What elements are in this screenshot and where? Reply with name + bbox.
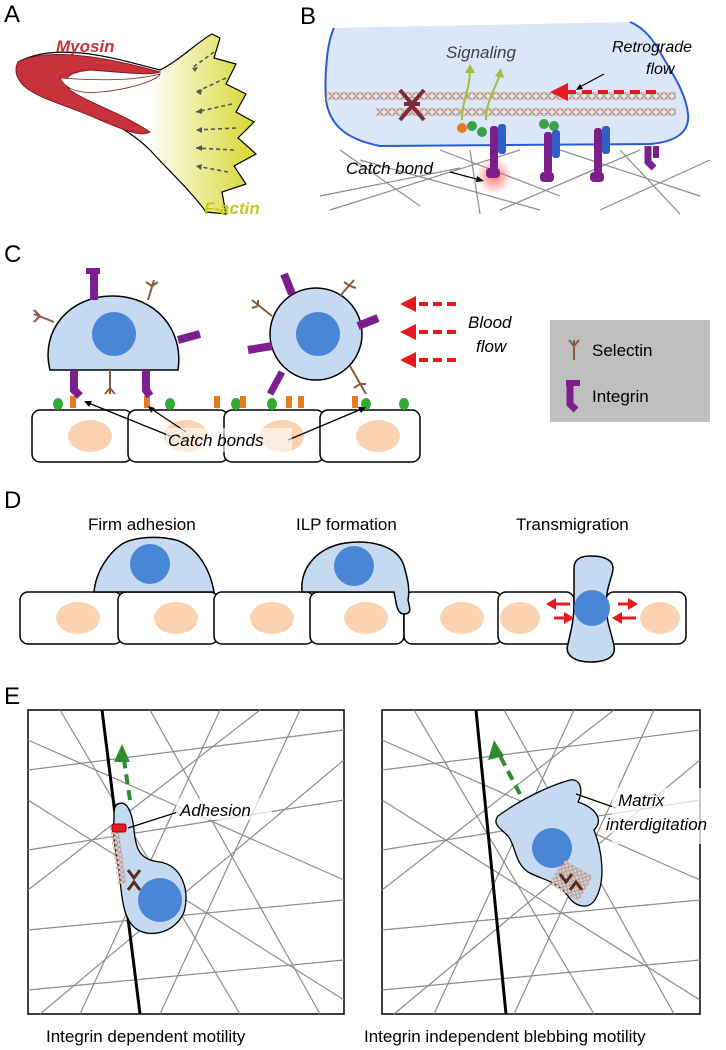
retrograde-arrowheads	[192, 67, 202, 170]
nucleus-left	[138, 878, 182, 922]
matrix-label-line2: interdigitation	[606, 815, 707, 834]
selectin-icon	[568, 339, 580, 360]
matrix-label-line1: Matrix	[618, 791, 665, 810]
nucleus-ilp	[334, 546, 374, 586]
catch-bonds-label-bg	[166, 428, 292, 452]
adhesion-label: Adhesion	[179, 801, 251, 820]
myosin-left	[126, 869, 142, 891]
adhesion-site	[111, 823, 127, 833]
ilp-formation-label: ILP formation	[296, 515, 397, 534]
integrin-b-1	[486, 124, 506, 178]
catch-ptr-head-2	[148, 406, 155, 413]
myosin-band-inner	[59, 73, 161, 93]
integrin-b-3	[590, 126, 610, 182]
adhesion-label-bg	[176, 798, 272, 820]
adhesion-pointer	[127, 811, 179, 829]
panel-c: C	[4, 241, 710, 463]
retrograde-pointer-head	[576, 84, 583, 90]
nucleus-firm	[130, 544, 170, 584]
thick-fiber-right	[474, 709, 508, 1015]
myosin-band	[15, 53, 162, 135]
transmigration-label: Transmigration	[516, 515, 629, 534]
catch-bonds-label: Catch bonds	[168, 431, 264, 450]
panel-label-e: E	[4, 683, 20, 710]
signal-arrowhead-1	[465, 64, 475, 73]
panel-label-a: A	[4, 1, 20, 28]
nucleus-transmigration	[574, 590, 610, 626]
matrix-left: Adhesion	[27, 709, 345, 1015]
signaling-label: Signaling	[446, 43, 516, 62]
panel-e: E	[4, 683, 712, 1046]
retrograde-pointer	[577, 73, 605, 89]
catch-ptr-head-1	[84, 401, 92, 407]
leukocyte-adhered-c	[33, 268, 202, 399]
panel-d: D	[4, 487, 687, 663]
blood-flow-label-line2: flow	[476, 337, 508, 356]
retrograde-label-line2: flow	[646, 61, 676, 78]
panel-label-d: D	[4, 487, 21, 514]
signal-arrowhead-2	[495, 68, 504, 78]
matrix-right: Matrix interdigitation	[381, 709, 712, 1015]
factin-label: F-actin	[204, 199, 260, 218]
integrin-icon	[566, 380, 580, 413]
signaling-arrows	[461, 69, 501, 121]
catch-bond-label: Catch bond	[346, 159, 433, 178]
actin-left	[109, 823, 127, 885]
right-caption: Integrin independent blebbing motility	[364, 1027, 646, 1046]
matrix-pointer	[575, 793, 617, 809]
retrograde-label-line1: Retrograde	[612, 39, 692, 56]
legend-selectin-label: Selectin	[592, 341, 652, 360]
nucleus-right	[532, 828, 572, 868]
actin-filament-mid	[376, 108, 676, 116]
firm-adhesion-label: Firm adhesion	[88, 515, 196, 534]
catch-bond-pointer	[449, 171, 481, 181]
endothelial-ligands	[53, 396, 409, 410]
legend-background	[550, 320, 710, 422]
integrin-b-4-folded	[644, 146, 659, 171]
left-caption: Integrin dependent motility	[46, 1027, 246, 1046]
migration-arrowhead-left	[114, 744, 130, 762]
panel-a: A Myosin F-actin	[4, 1, 260, 218]
blood-flow-arrows	[400, 296, 456, 368]
migration-arrow-right	[498, 755, 522, 795]
myosin-right	[558, 873, 584, 891]
integrin-b-2	[540, 130, 560, 182]
blood-flow-label-line1: Blood	[468, 313, 512, 332]
panel-label-b: B	[300, 3, 316, 30]
endothelial-layer-d	[19, 591, 687, 645]
migration-arrow-left	[122, 759, 132, 801]
myosin-label: Myosin	[56, 37, 115, 56]
catch-ptr-head-3	[358, 407, 366, 413]
matrix-label-bg	[612, 788, 712, 844]
retrograde-flow-arrow	[550, 83, 656, 101]
leukocyte-rolling-c	[247, 272, 380, 396]
panel-label-c: C	[4, 241, 21, 268]
adaptor-proteins	[457, 119, 559, 137]
legend-c: Selectin Integrin	[550, 320, 710, 422]
actin-right	[549, 859, 593, 901]
catch-bond-pointer-head	[476, 176, 484, 182]
migration-arrowhead-right	[488, 740, 504, 760]
actin-filament-top	[326, 92, 676, 100]
junction-opening-arrows	[546, 598, 638, 624]
myosin-crosslinker	[398, 88, 426, 122]
legend-integrin-label: Integrin	[592, 387, 649, 406]
panel-b: B	[300, 3, 711, 215]
